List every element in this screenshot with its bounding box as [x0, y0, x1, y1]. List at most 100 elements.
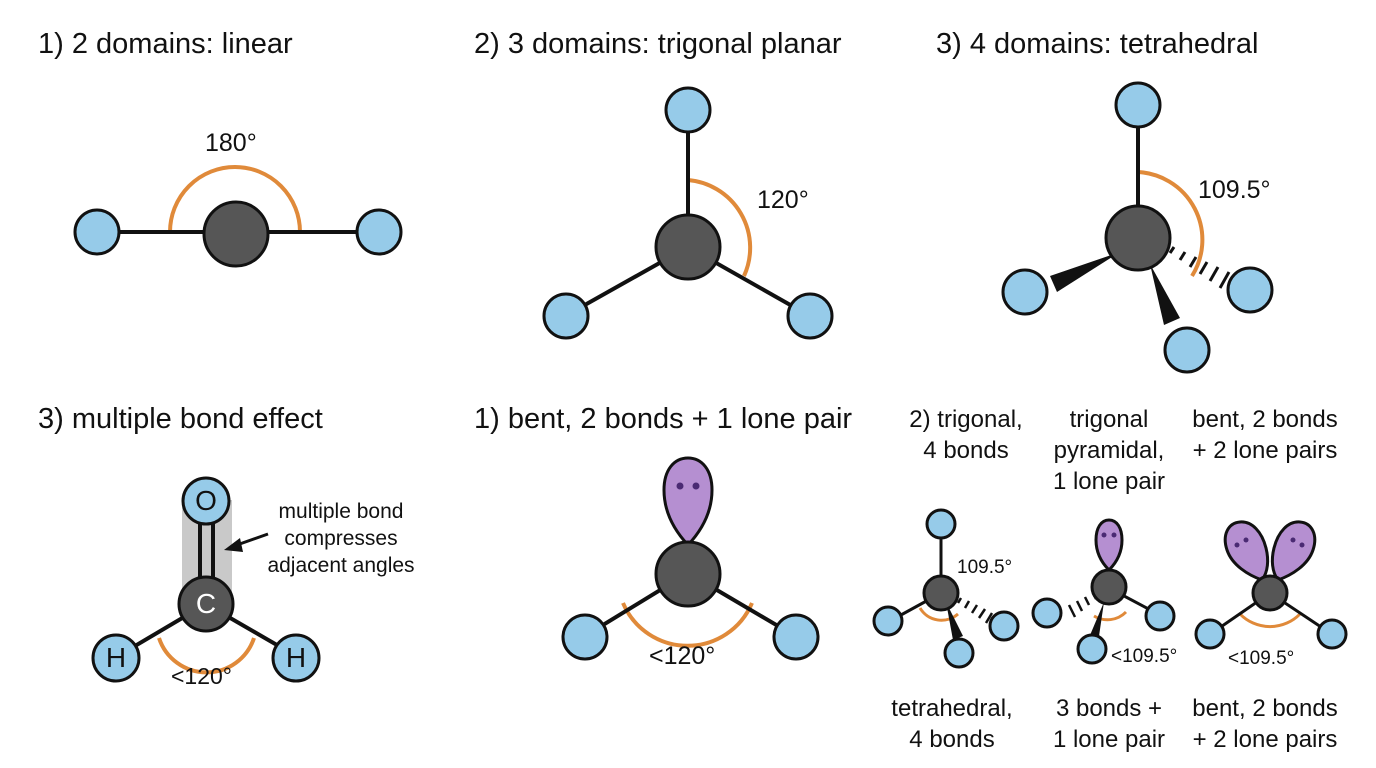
hashed-bond: [1168, 246, 1231, 289]
oxygen-atom: [181, 476, 231, 526]
oxygen-label: O: [195, 485, 217, 516]
outer-atom: [872, 605, 904, 637]
series-angle-label-2: <109.5°: [1111, 646, 1178, 667]
lone-pair-lobe: [1270, 520, 1317, 582]
series-top-label-3: bent, 2 bonds + 2 lone pairs: [1182, 404, 1348, 466]
series-top-label-1: 2) trigonal, 4 bonds: [906, 404, 1026, 466]
outer-atom: [772, 613, 820, 661]
outer-atom: [1144, 600, 1176, 632]
electron-dot: [1290, 537, 1296, 543]
multiple-bond-molecule: [91, 476, 321, 683]
linear-title: 1) 2 domains: linear: [38, 28, 293, 60]
label-line: bent, 2 bonds: [1192, 406, 1338, 433]
label-line: 4 bonds: [923, 437, 1009, 464]
note-line: compresses: [284, 527, 398, 550]
outer-atom: [988, 610, 1020, 642]
outer-atom: [355, 208, 403, 256]
central-atom: [654, 213, 722, 281]
outer-atom: [1226, 266, 1274, 314]
outer-atom: [1114, 81, 1162, 129]
wedge-bond: [946, 602, 963, 640]
hashed-bond: [956, 597, 994, 624]
lone-pair-lobe: [662, 456, 714, 548]
central-atom: [922, 574, 960, 612]
label-line: tetrahedral,: [891, 695, 1013, 722]
series-bottom-label-3: bent, 2 bonds + 2 lone pairs: [1182, 693, 1348, 755]
small-bent-two-lone-pairs-molecule: [1194, 520, 1348, 650]
carbon-atom: [177, 575, 235, 633]
angle-arc: [157, 637, 256, 675]
angle-arc: [168, 165, 302, 233]
series-angle-label-1: 109.5°: [957, 557, 1013, 578]
label-line: 1 lone pair: [1052, 468, 1166, 495]
label-line: 1 lone pair: [1052, 726, 1166, 753]
label-line: + 2 lone pairs: [1192, 437, 1338, 464]
outer-atom: [1194, 618, 1226, 650]
hydrogen-label-left: H: [105, 642, 127, 673]
outer-atom: [561, 613, 609, 661]
tetrahedral-molecule: [1001, 81, 1274, 374]
label-line: 4 bonds: [909, 726, 995, 753]
linear-angle-label: 180°: [205, 129, 257, 157]
electron-dot: [1101, 532, 1107, 538]
multiple-bond-title: 3) multiple bond effect: [38, 403, 323, 435]
electron-dot: [676, 482, 684, 490]
label-line: + 2 lone pairs: [1192, 726, 1338, 753]
tetrahedral-title: 3) 4 domains: tetrahedral: [936, 28, 1259, 60]
label-line: pyramidal,: [1053, 437, 1165, 464]
outer-atom: [1316, 618, 1348, 650]
electron-dot: [1299, 542, 1305, 548]
electron-dot: [1243, 537, 1249, 543]
series-angle-label-3: <109.5°: [1228, 648, 1295, 669]
outer-atom: [1163, 326, 1211, 374]
angle-arc: [918, 607, 959, 622]
hydrogen-atom: [271, 633, 321, 683]
trigonal-planar-title: 2) 3 domains: trigonal planar: [474, 28, 842, 60]
outer-atom: [943, 637, 975, 669]
electron-dot: [1234, 542, 1240, 548]
outer-atom: [925, 508, 957, 540]
outer-atom: [664, 86, 712, 134]
angle-arc: [1238, 612, 1302, 629]
central-atom: [202, 200, 270, 268]
electron-dot: [1111, 532, 1117, 538]
bent-one-lone-pair-molecule: [561, 456, 820, 661]
label-line: 2) trigonal,: [909, 406, 1023, 433]
central-atom: [1251, 574, 1289, 612]
note-line: adjacent angles: [267, 554, 415, 577]
angle-arc: [1093, 610, 1128, 622]
label-line: bent, 2 bonds: [1192, 695, 1338, 722]
angle-arc: [1137, 170, 1205, 278]
outer-atom: [786, 292, 834, 340]
series-bottom-label-1: tetrahedral, 4 bonds: [880, 693, 1024, 755]
hashed-bond: [1067, 592, 1098, 618]
outer-atom: [542, 292, 590, 340]
series-top-label-2: trigonal pyramidal, 1 lone pair: [1036, 404, 1182, 497]
central-atom: [654, 540, 722, 608]
label-line: 3 bonds +: [1055, 695, 1163, 722]
outer-atom: [1076, 633, 1108, 665]
multiple-angle-label: <120°: [171, 663, 233, 689]
bent-angle-label: <120°: [649, 642, 716, 670]
carbon-label: C: [195, 588, 217, 619]
wedge-bond: [1150, 264, 1180, 325]
wedge-bond: [1050, 252, 1120, 292]
label-line: trigonal: [1069, 406, 1149, 433]
outer-atom: [73, 208, 121, 256]
trigonal-planar-molecule: [542, 86, 834, 340]
small-trigonal-pyramidal-molecule: [1031, 518, 1176, 665]
central-atom: [1090, 568, 1128, 606]
small-tetrahedral-molecule: [872, 508, 1020, 669]
outer-atom: [1031, 597, 1063, 629]
angle-arc: [687, 178, 753, 277]
linear-molecule: [73, 165, 403, 268]
hydrogen-atom: [91, 633, 141, 683]
central-atom: [1104, 204, 1172, 272]
multiple-bond-note: multiple bond compresses adjacent angles: [255, 498, 427, 579]
trigonal-angle-label: 120°: [757, 186, 809, 214]
hydrogen-label-right: H: [285, 642, 307, 673]
wedge-bond: [1088, 602, 1104, 643]
note-arrowhead: [224, 538, 243, 552]
